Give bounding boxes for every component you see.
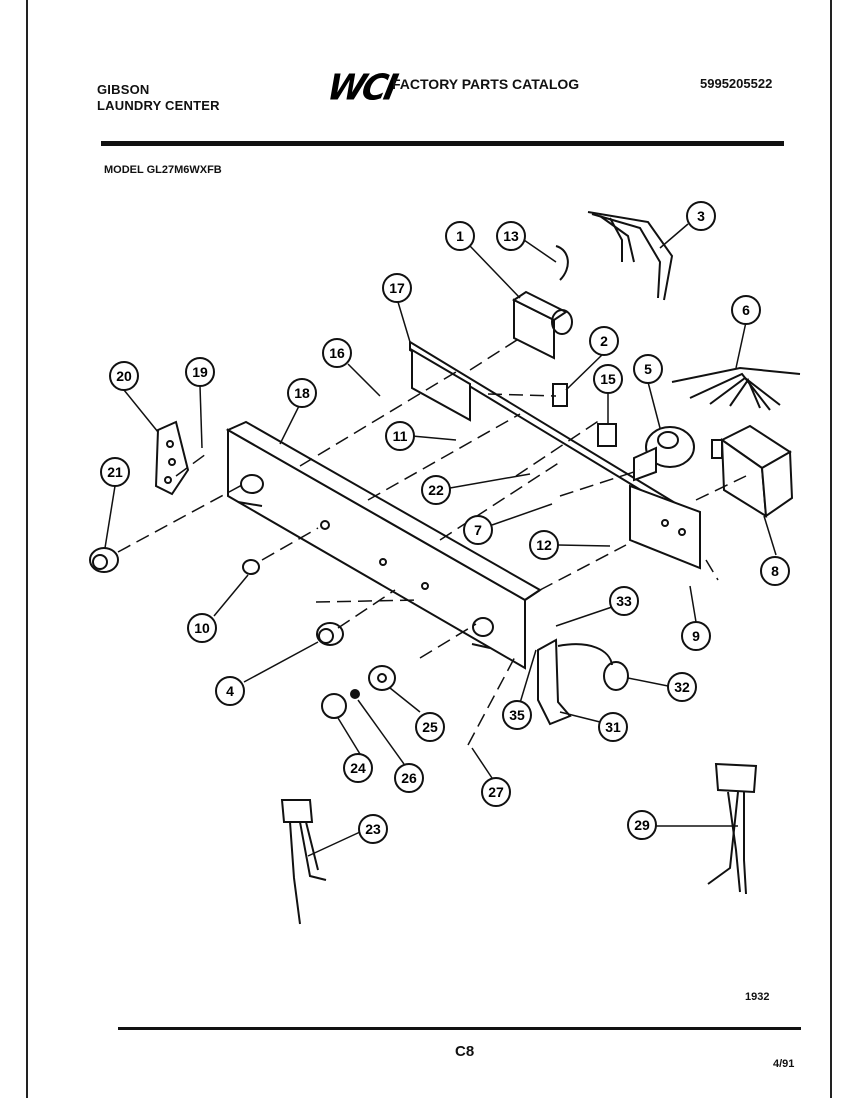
rear-bracket xyxy=(409,340,701,570)
callout-16: 16 xyxy=(322,338,352,368)
timer-part xyxy=(512,290,573,360)
svg-text:26: 26 xyxy=(401,770,417,786)
callout-group: 1 2 3 4 5 6 7 8 9 10 11 12 13 15 16 17 1… xyxy=(100,201,790,844)
assembly-lines xyxy=(117,337,747,746)
callout-9: 9 xyxy=(681,621,711,651)
footer-rule xyxy=(118,1027,801,1030)
svg-text:4: 4 xyxy=(226,683,234,699)
control-box xyxy=(711,424,794,518)
svg-text:12: 12 xyxy=(536,537,552,553)
callout-32: 32 xyxy=(667,672,697,702)
svg-text:20: 20 xyxy=(116,368,132,384)
callout-1: 1 xyxy=(445,221,475,251)
catalog-title: FACTORY PARTS CATALOG xyxy=(392,76,580,92)
callout-25: 25 xyxy=(415,712,445,742)
svg-text:1: 1 xyxy=(456,228,464,244)
model-label: MODEL GL27M6WXFB xyxy=(104,164,222,176)
callout-11: 11 xyxy=(385,421,415,451)
svg-text:31: 31 xyxy=(605,719,621,735)
svg-text:22: 22 xyxy=(428,482,444,498)
svg-text:3: 3 xyxy=(697,208,705,224)
switch-assembly xyxy=(537,638,629,726)
svg-text:6: 6 xyxy=(742,302,750,318)
callout-6: 6 xyxy=(731,295,761,325)
callout-35: 35 xyxy=(502,700,532,730)
diagram-artwork xyxy=(89,211,801,925)
callout-31: 31 xyxy=(598,712,628,742)
callout-2: 2 xyxy=(589,326,619,356)
callout-12: 12 xyxy=(529,530,559,560)
header-rule xyxy=(101,141,784,146)
console-panel xyxy=(225,420,542,670)
svg-text:24: 24 xyxy=(350,760,366,776)
callout-21: 21 xyxy=(100,457,130,487)
svg-text:2: 2 xyxy=(600,333,608,349)
wire-harness-29 xyxy=(707,762,758,895)
svg-text:5: 5 xyxy=(644,361,652,377)
svg-text:8: 8 xyxy=(771,563,779,579)
callout-26: 26 xyxy=(394,763,424,793)
svg-text:29: 29 xyxy=(634,817,650,833)
svg-text:25: 25 xyxy=(422,719,438,735)
svg-text:11: 11 xyxy=(393,428,408,444)
svg-text:16: 16 xyxy=(329,345,345,361)
page-border xyxy=(26,0,832,1098)
svg-text:21: 21 xyxy=(107,464,123,480)
callout-19: 19 xyxy=(185,357,215,387)
callout-3: 3 xyxy=(686,201,716,231)
page-code: C8 xyxy=(455,1043,475,1060)
svg-text:7: 7 xyxy=(474,522,482,538)
product-line: LAUNDRY CENTER xyxy=(97,98,220,113)
callout-20: 20 xyxy=(109,361,139,391)
leader-lines xyxy=(104,223,777,857)
motor-part xyxy=(633,426,695,482)
svg-text:32: 32 xyxy=(674,679,690,695)
callout-23: 23 xyxy=(358,814,388,844)
wire-harness-23 xyxy=(280,799,327,925)
callout-18: 18 xyxy=(287,378,317,408)
callout-17: 17 xyxy=(382,273,412,303)
callout-27: 27 xyxy=(481,777,511,807)
catalog-part-number: 5995205522 xyxy=(700,76,773,91)
callout-8: 8 xyxy=(760,556,790,586)
wire-harness-3 xyxy=(587,211,674,301)
figure-number: 1932 xyxy=(745,991,770,1003)
bracket-20 xyxy=(154,420,190,496)
revision-date: 4/91 xyxy=(773,1058,795,1070)
callout-33: 33 xyxy=(609,586,639,616)
callout-13: 13 xyxy=(496,221,526,251)
callout-29: 29 xyxy=(627,810,657,840)
brand-name: GIBSON xyxy=(97,82,150,97)
svg-text:23: 23 xyxy=(365,821,381,837)
wire-harness-6 xyxy=(671,366,801,411)
svg-text:35: 35 xyxy=(509,707,525,723)
svg-text:9: 9 xyxy=(692,628,700,644)
svg-text:33: 33 xyxy=(616,593,632,609)
callout-15: 15 xyxy=(593,364,623,394)
callout-4: 4 xyxy=(215,676,245,706)
svg-text:13: 13 xyxy=(503,228,519,244)
callout-5: 5 xyxy=(633,354,663,384)
svg-text:27: 27 xyxy=(488,784,504,800)
callout-7: 7 xyxy=(463,515,493,545)
svg-text:19: 19 xyxy=(192,364,208,380)
svg-text:17: 17 xyxy=(389,280,405,296)
callout-24: 24 xyxy=(343,753,373,783)
brand-block: GIBSON LAUNDRY CENTER xyxy=(97,82,220,114)
callout-10: 10 xyxy=(187,613,217,643)
svg-text:10: 10 xyxy=(194,620,210,636)
svg-text:18: 18 xyxy=(294,385,310,401)
svg-text:15: 15 xyxy=(600,371,616,387)
callout-22: 22 xyxy=(421,475,451,505)
